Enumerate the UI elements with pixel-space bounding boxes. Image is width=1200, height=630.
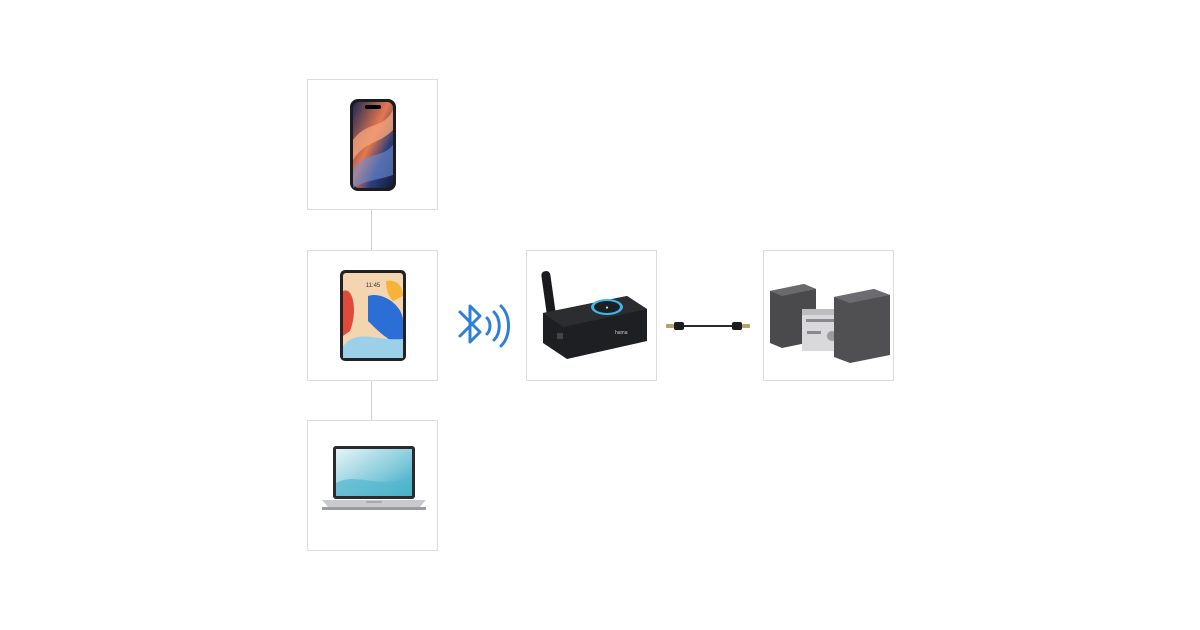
smartphone-icon: [350, 99, 396, 191]
bluetooth-wireless-icon: [458, 304, 510, 348]
connector-line-phone-tablet: [371, 210, 372, 250]
laptop-card: [307, 420, 438, 551]
receiver-brand-label: hama: [615, 330, 628, 336]
tablet-clock: 11:45: [366, 283, 381, 289]
smartphone-card: [307, 79, 438, 210]
svg-text:●: ●: [605, 305, 608, 311]
bluetooth-receiver-icon: ● hama: [541, 271, 647, 359]
tablet-card: 11:45: [307, 250, 438, 381]
audio-cable-icon: [666, 322, 750, 330]
laptop-icon: [322, 446, 426, 510]
tablet-icon: 11:45: [340, 270, 406, 361]
receiver-card: ● hama: [526, 250, 657, 381]
stereo-system-card: [763, 250, 894, 381]
hifi-stereo-system-icon: [770, 284, 890, 363]
connector-line-tablet-laptop: [371, 381, 372, 421]
